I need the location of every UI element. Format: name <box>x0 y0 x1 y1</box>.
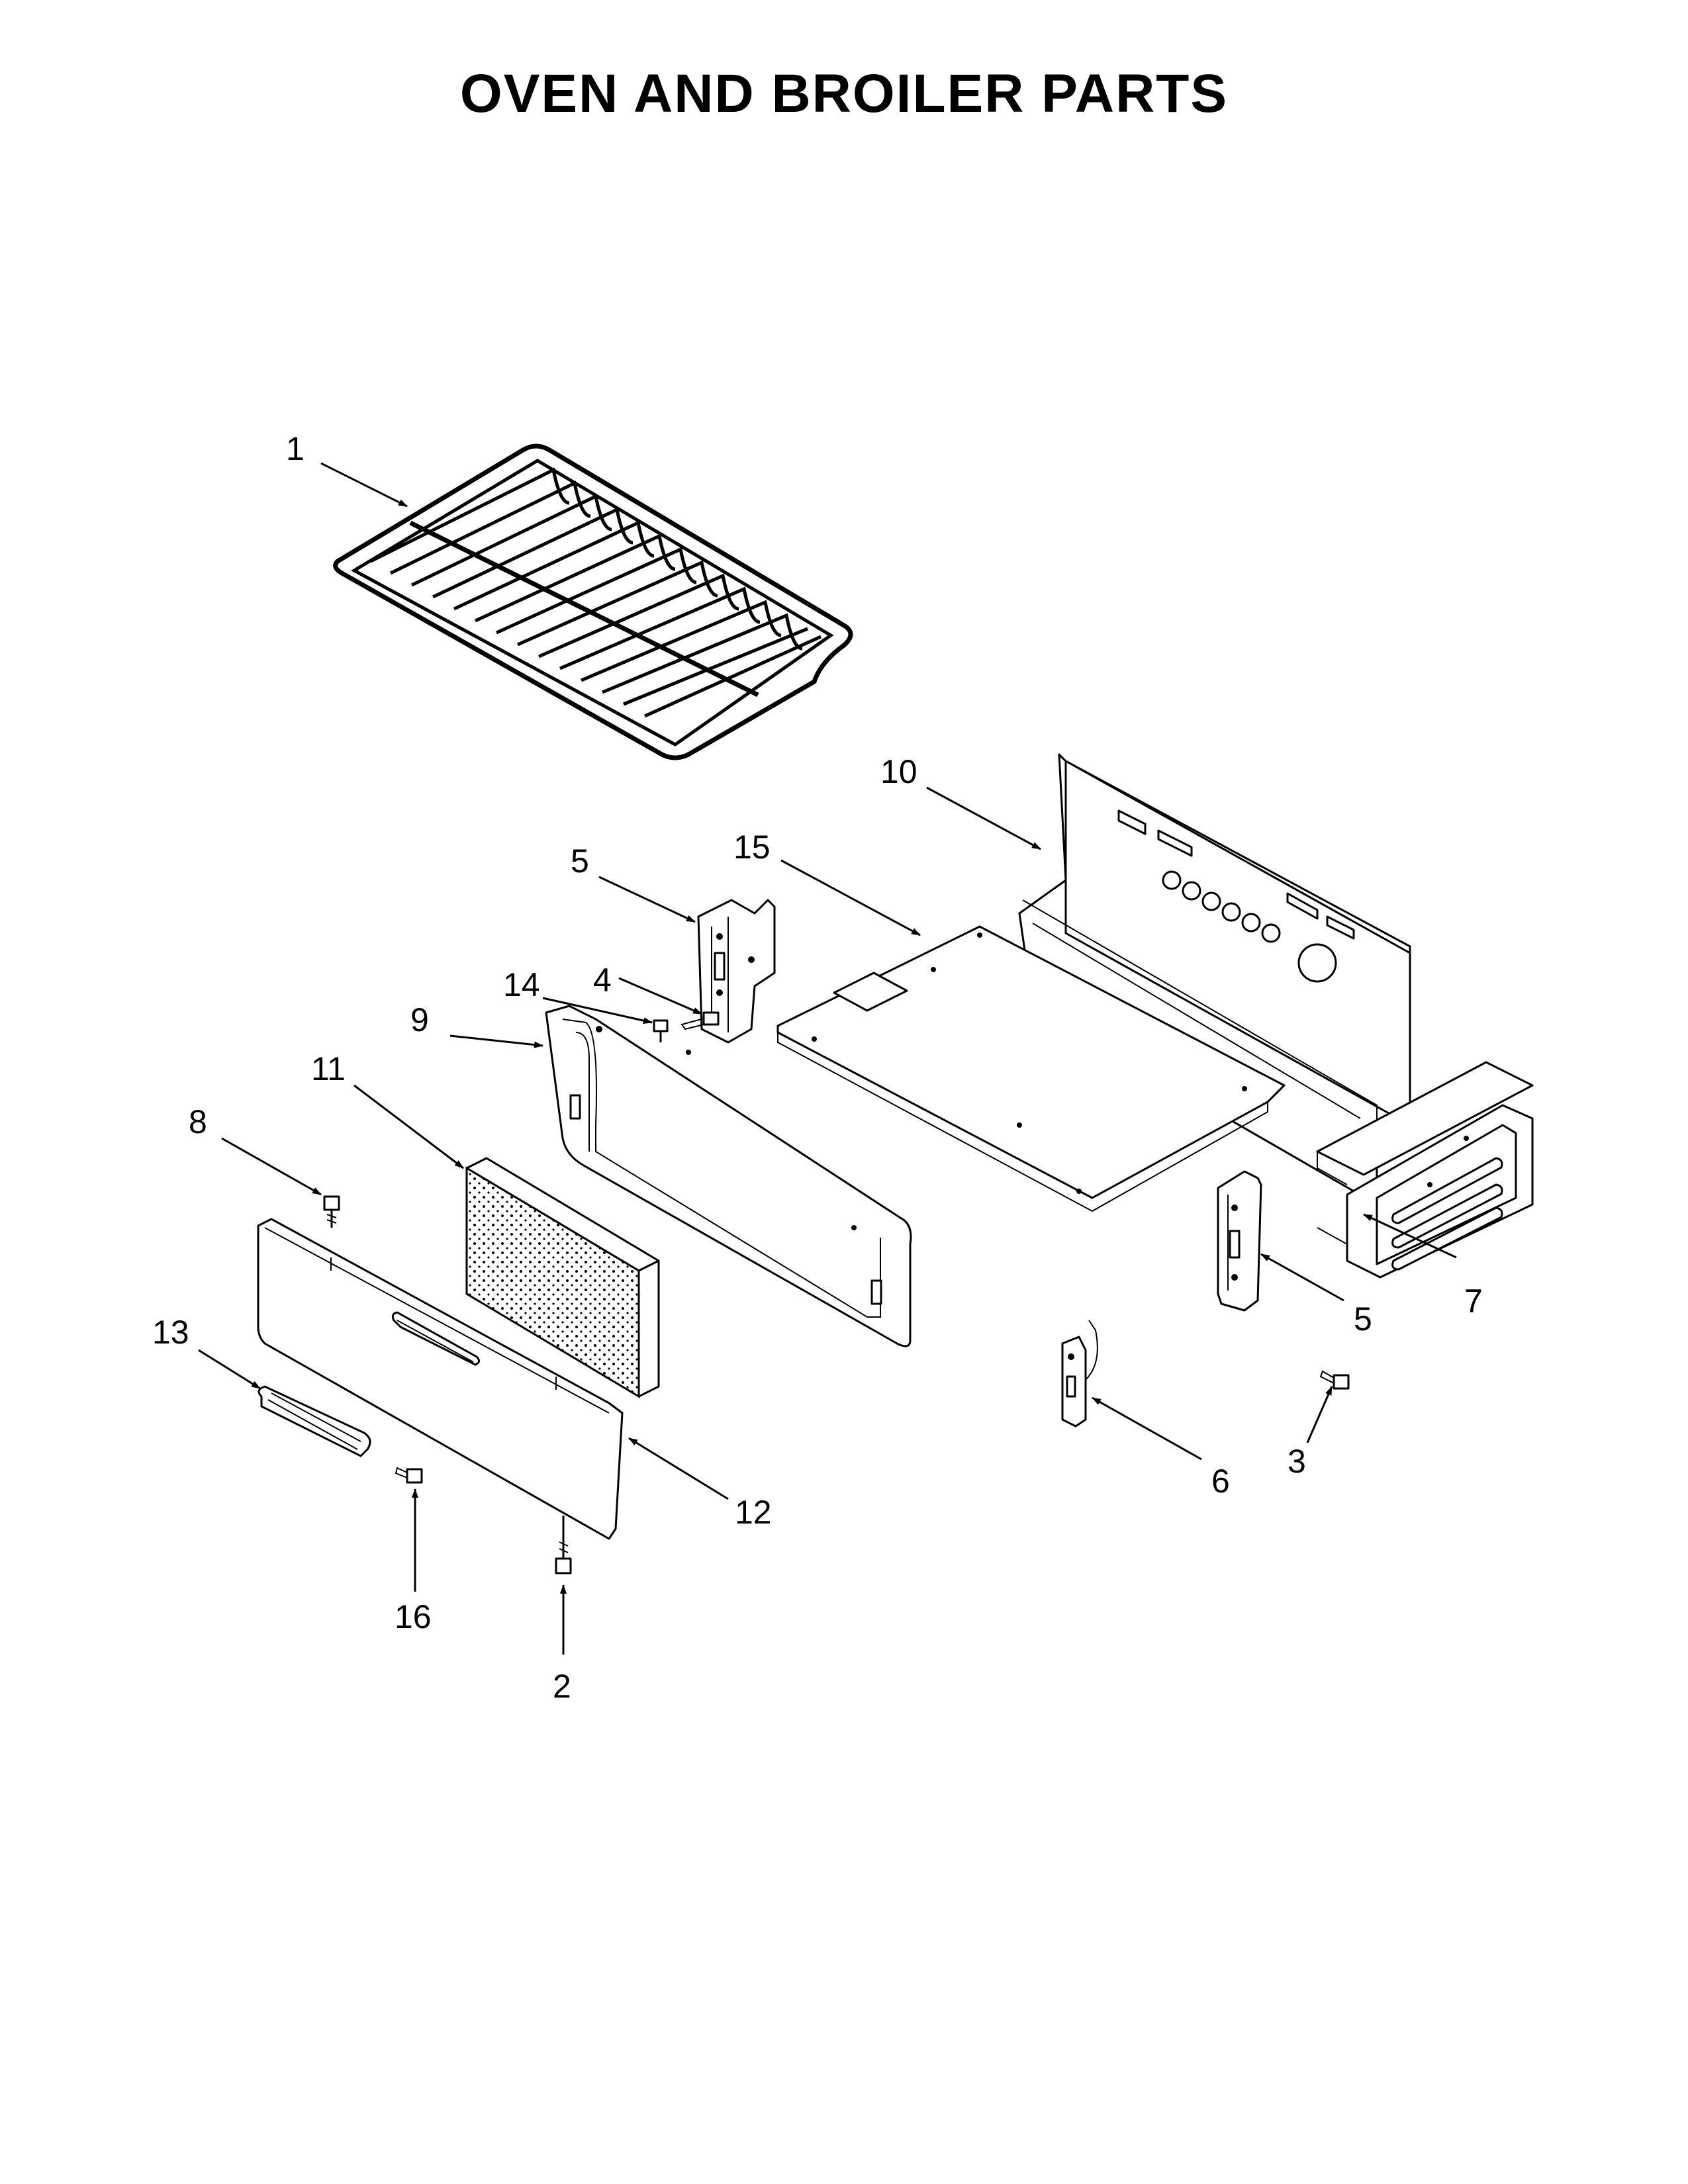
leader-3 <box>1306 1386 1333 1443</box>
leader-5b <box>1260 1253 1344 1302</box>
callout-4: 4 <box>593 962 612 999</box>
callout-16: 16 <box>395 1598 432 1635</box>
screw-2-drawing <box>555 1516 572 1574</box>
leader-10 <box>926 786 1041 850</box>
leader-lines <box>198 462 1457 1655</box>
callout-1: 1 <box>286 430 305 467</box>
insulation-drawing <box>465 1157 660 1398</box>
leader-5a <box>598 876 696 923</box>
slide-bracket-left-drawing <box>697 899 776 1044</box>
leader-8 <box>221 1137 322 1196</box>
side-support-drawing <box>1316 1061 1534 1279</box>
screw-16-drawing <box>395 1467 423 1484</box>
callout-5-right: 5 <box>1354 1300 1372 1338</box>
slide-latch-drawing <box>1061 1320 1098 1428</box>
callout-10: 10 <box>880 753 917 790</box>
callout-2: 2 <box>553 1668 571 1705</box>
oven-rack-wires <box>369 467 822 718</box>
callout-9: 9 <box>410 1001 429 1038</box>
callout-12: 12 <box>735 1494 772 1531</box>
leader-7 <box>1363 1213 1457 1259</box>
callout-14: 14 <box>503 966 540 1003</box>
screw-8-drawing <box>323 1195 340 1228</box>
callout-11: 11 <box>311 1050 346 1087</box>
leader-1 <box>320 462 408 508</box>
leader-4 <box>618 977 702 1015</box>
leader-13 <box>198 1349 261 1390</box>
callout-7: 7 <box>1464 1283 1483 1320</box>
callout-labels: 1 10 15 5 14 4 9 8 11 7 5 13 3 6 12 16 2 <box>152 430 1483 1705</box>
callout-13: 13 <box>152 1314 189 1351</box>
leader-9 <box>449 1034 543 1048</box>
callout-3: 3 <box>1288 1443 1306 1480</box>
drawer-front-panel-drawing <box>257 1218 624 1540</box>
callout-15: 15 <box>733 829 771 866</box>
leader-12 <box>628 1437 729 1500</box>
callout-8: 8 <box>189 1103 207 1140</box>
leader-14 <box>542 997 653 1024</box>
callout-6: 6 <box>1211 1463 1230 1500</box>
leader-15 <box>780 859 921 936</box>
oven-rack-drawing <box>333 443 853 760</box>
leader-6 <box>1092 1396 1202 1461</box>
callout-5-left: 5 <box>571 842 589 880</box>
bottom-panel-drawing <box>776 925 1286 1212</box>
drawer-frame-drawing <box>545 1005 912 1347</box>
screw-3-drawing <box>1319 1370 1350 1390</box>
leader-11 <box>353 1084 464 1169</box>
page-title: OVEN AND BROILER PARTS <box>459 64 1229 124</box>
screw-14-drawing <box>653 1019 669 1042</box>
slide-bracket-right-drawing <box>1217 1170 1262 1312</box>
screw-4-drawing <box>680 1011 720 1030</box>
rear-panel-holes <box>1117 809 1355 983</box>
drawer-handle-drawing <box>258 1385 371 1457</box>
